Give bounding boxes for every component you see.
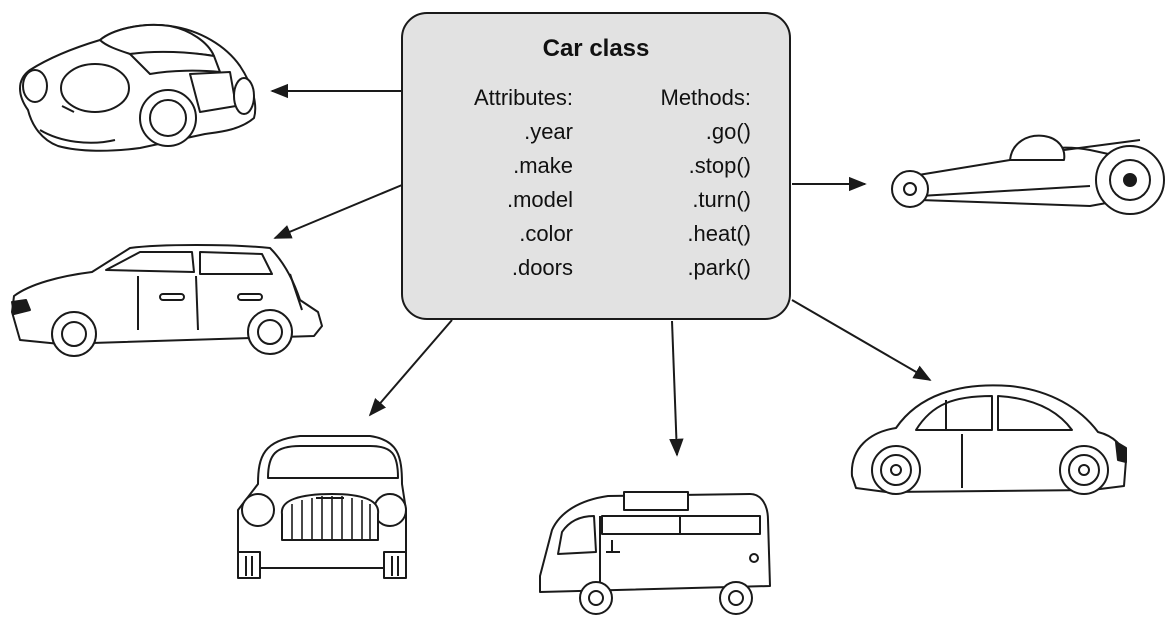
car-class-box: Car class Attributes: .year .make .model… bbox=[401, 12, 791, 320]
beetle-car-icon bbox=[850, 384, 1127, 495]
hatchback-car-icon bbox=[11, 244, 323, 357]
arrow-to-hatchback bbox=[273, 184, 403, 239]
method-item: .go() bbox=[705, 119, 751, 144]
arrow-to-van bbox=[669, 320, 684, 457]
attribute-item: .color bbox=[519, 221, 573, 246]
class-title: Car class bbox=[542, 35, 650, 62]
method-item: .heat() bbox=[687, 221, 751, 246]
method-item: .stop() bbox=[688, 153, 751, 178]
arrow-to-mini bbox=[368, 319, 453, 417]
van-car-icon bbox=[539, 491, 771, 615]
attribute-item: .model bbox=[506, 187, 573, 212]
arrow-to-beetle bbox=[791, 299, 932, 381]
method-item: .turn() bbox=[692, 187, 751, 212]
attribute-item: .make bbox=[513, 153, 573, 178]
method-item: .park() bbox=[687, 255, 751, 280]
methods-column: Methods: .go() .stop() .turn() .heat() .… bbox=[623, 81, 752, 285]
attributes-heading: Attributes: bbox=[473, 85, 573, 110]
methods-heading: Methods: bbox=[660, 85, 752, 110]
mini-car-icon bbox=[237, 435, 407, 579]
attribute-item: .doors bbox=[511, 255, 573, 280]
attribute-item: .year bbox=[524, 119, 573, 144]
sports-coupe-car-icon bbox=[19, 24, 257, 152]
attributes-column: Attributes: .year .make .model .color .d… bbox=[435, 81, 573, 285]
dragster-car-icon bbox=[891, 134, 1165, 215]
